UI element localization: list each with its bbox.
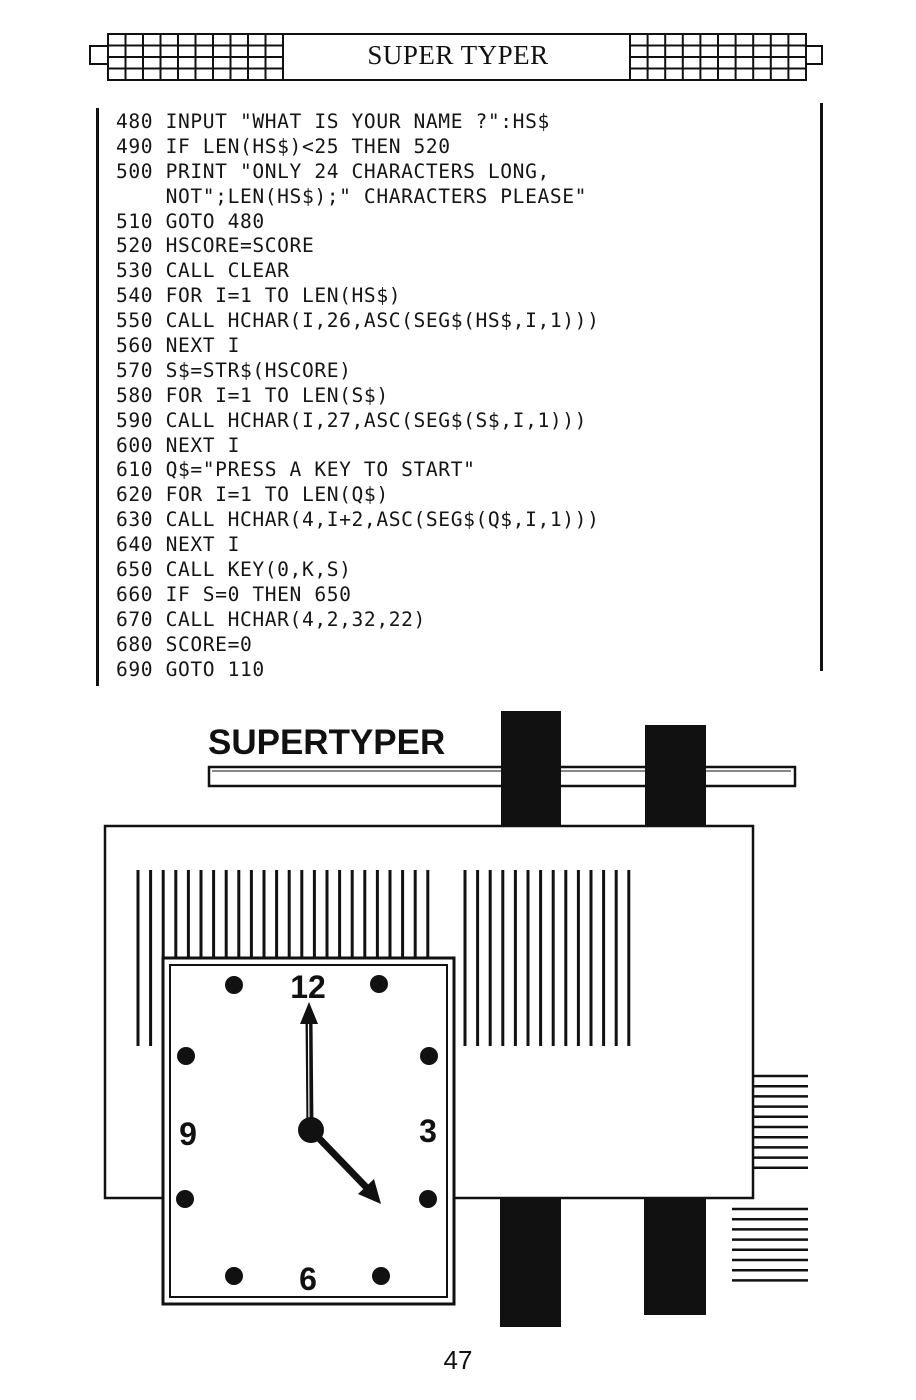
clock-dots [176,975,438,1285]
grid-tab [89,45,109,65]
basic-program-listing: 480 INPUT "WHAT IS YOUR NAME ?":HS$490 I… [116,110,599,682]
clock-dot [420,1047,438,1065]
code-line: 560 NEXT I [116,334,240,358]
header-grid-left [89,33,284,81]
code-line: 500 PRINT "ONLY 24 CHARACTERS LONG, [116,159,550,183]
clock-dot [370,975,388,993]
code-line: 530 CALL CLEAR [116,259,290,283]
code-line: 660 IF S=0 THEN 650 [116,582,352,606]
code-line: 550 CALL HCHAR(I,26,ASC(SEG$(HS$,I,1))) [116,309,600,333]
clock-dot [419,1190,437,1208]
page-number: 47 [443,1345,473,1375]
code-line: 690 GOTO 110 [116,657,265,681]
clock-dot [177,1047,195,1065]
code-line: 640 NEXT I [116,533,240,557]
code-line: 490 IF LEN(HS$)<25 THEN 520 [116,134,451,158]
clock-numeral-6: 6 [299,1261,317,1297]
clock-hour-hand [309,1128,381,1204]
code-line: 680 SCORE=0 [116,632,253,656]
vertical-hatching [136,870,631,1046]
clock-dot [176,1190,194,1208]
page-title: SUPER TYPER [367,40,549,70]
pillar-top-right [645,725,706,826]
code-line: 650 CALL KEY(0,K,S) [116,558,352,582]
listing-right-rule [820,103,823,671]
code-line: 670 CALL HCHAR(4,2,32,22) [116,607,426,631]
pillar-top-left [501,711,561,826]
pillar-bottom-left [500,1198,561,1327]
code-line: 580 FOR I=1 TO LEN(S$) [116,383,389,407]
code-line: 610 Q$="PRESS A KEY TO START" [116,458,476,482]
code-line: 480 INPUT "WHAT IS YOUR NAME ?":HS$ [116,110,550,133]
header-grid-right [629,33,823,81]
header-banner [89,33,823,81]
code-line: 620 FOR I=1 TO LEN(Q$) [116,483,389,507]
code-line: 600 NEXT I [116,433,240,457]
clock-numeral-3: 3 [419,1113,437,1149]
grid-tab [805,45,823,65]
clock-numeral-12: 12 [290,969,326,1005]
clock-dot [372,1267,390,1285]
pillar-bottom-right [644,1198,706,1315]
horizontal-hatching [732,1074,808,1282]
code-line: 590 CALL HCHAR(I,27,ASC(SEG$(S$,I,1))) [116,408,588,432]
code-line: 630 CALL HCHAR(4,I+2,ASC(SEG$(Q$,I,1))) [116,508,600,532]
illustration-title: SUPERTYPER [208,723,445,762]
code-line: NOT";LEN(HS$);" CHARACTERS PLEASE" [116,184,588,208]
clock-minute-hand [300,1002,318,1131]
listing-left-rule [96,108,99,686]
code-line: 510 GOTO 480 [116,209,265,233]
clock-numeral-9: 9 [179,1116,197,1152]
clock-dot [225,976,243,994]
code-line: 570 S$=STR$(HSCORE) [116,358,352,382]
code-line: 520 HSCORE=SCORE [116,234,315,258]
code-line: 540 FOR I=1 TO LEN(HS$) [116,284,402,308]
supertyper-illustration: 12 3 9 6 SUPERTYPER [103,711,808,1327]
clock-dot [225,1267,243,1285]
clock-center-hub [298,1117,324,1143]
